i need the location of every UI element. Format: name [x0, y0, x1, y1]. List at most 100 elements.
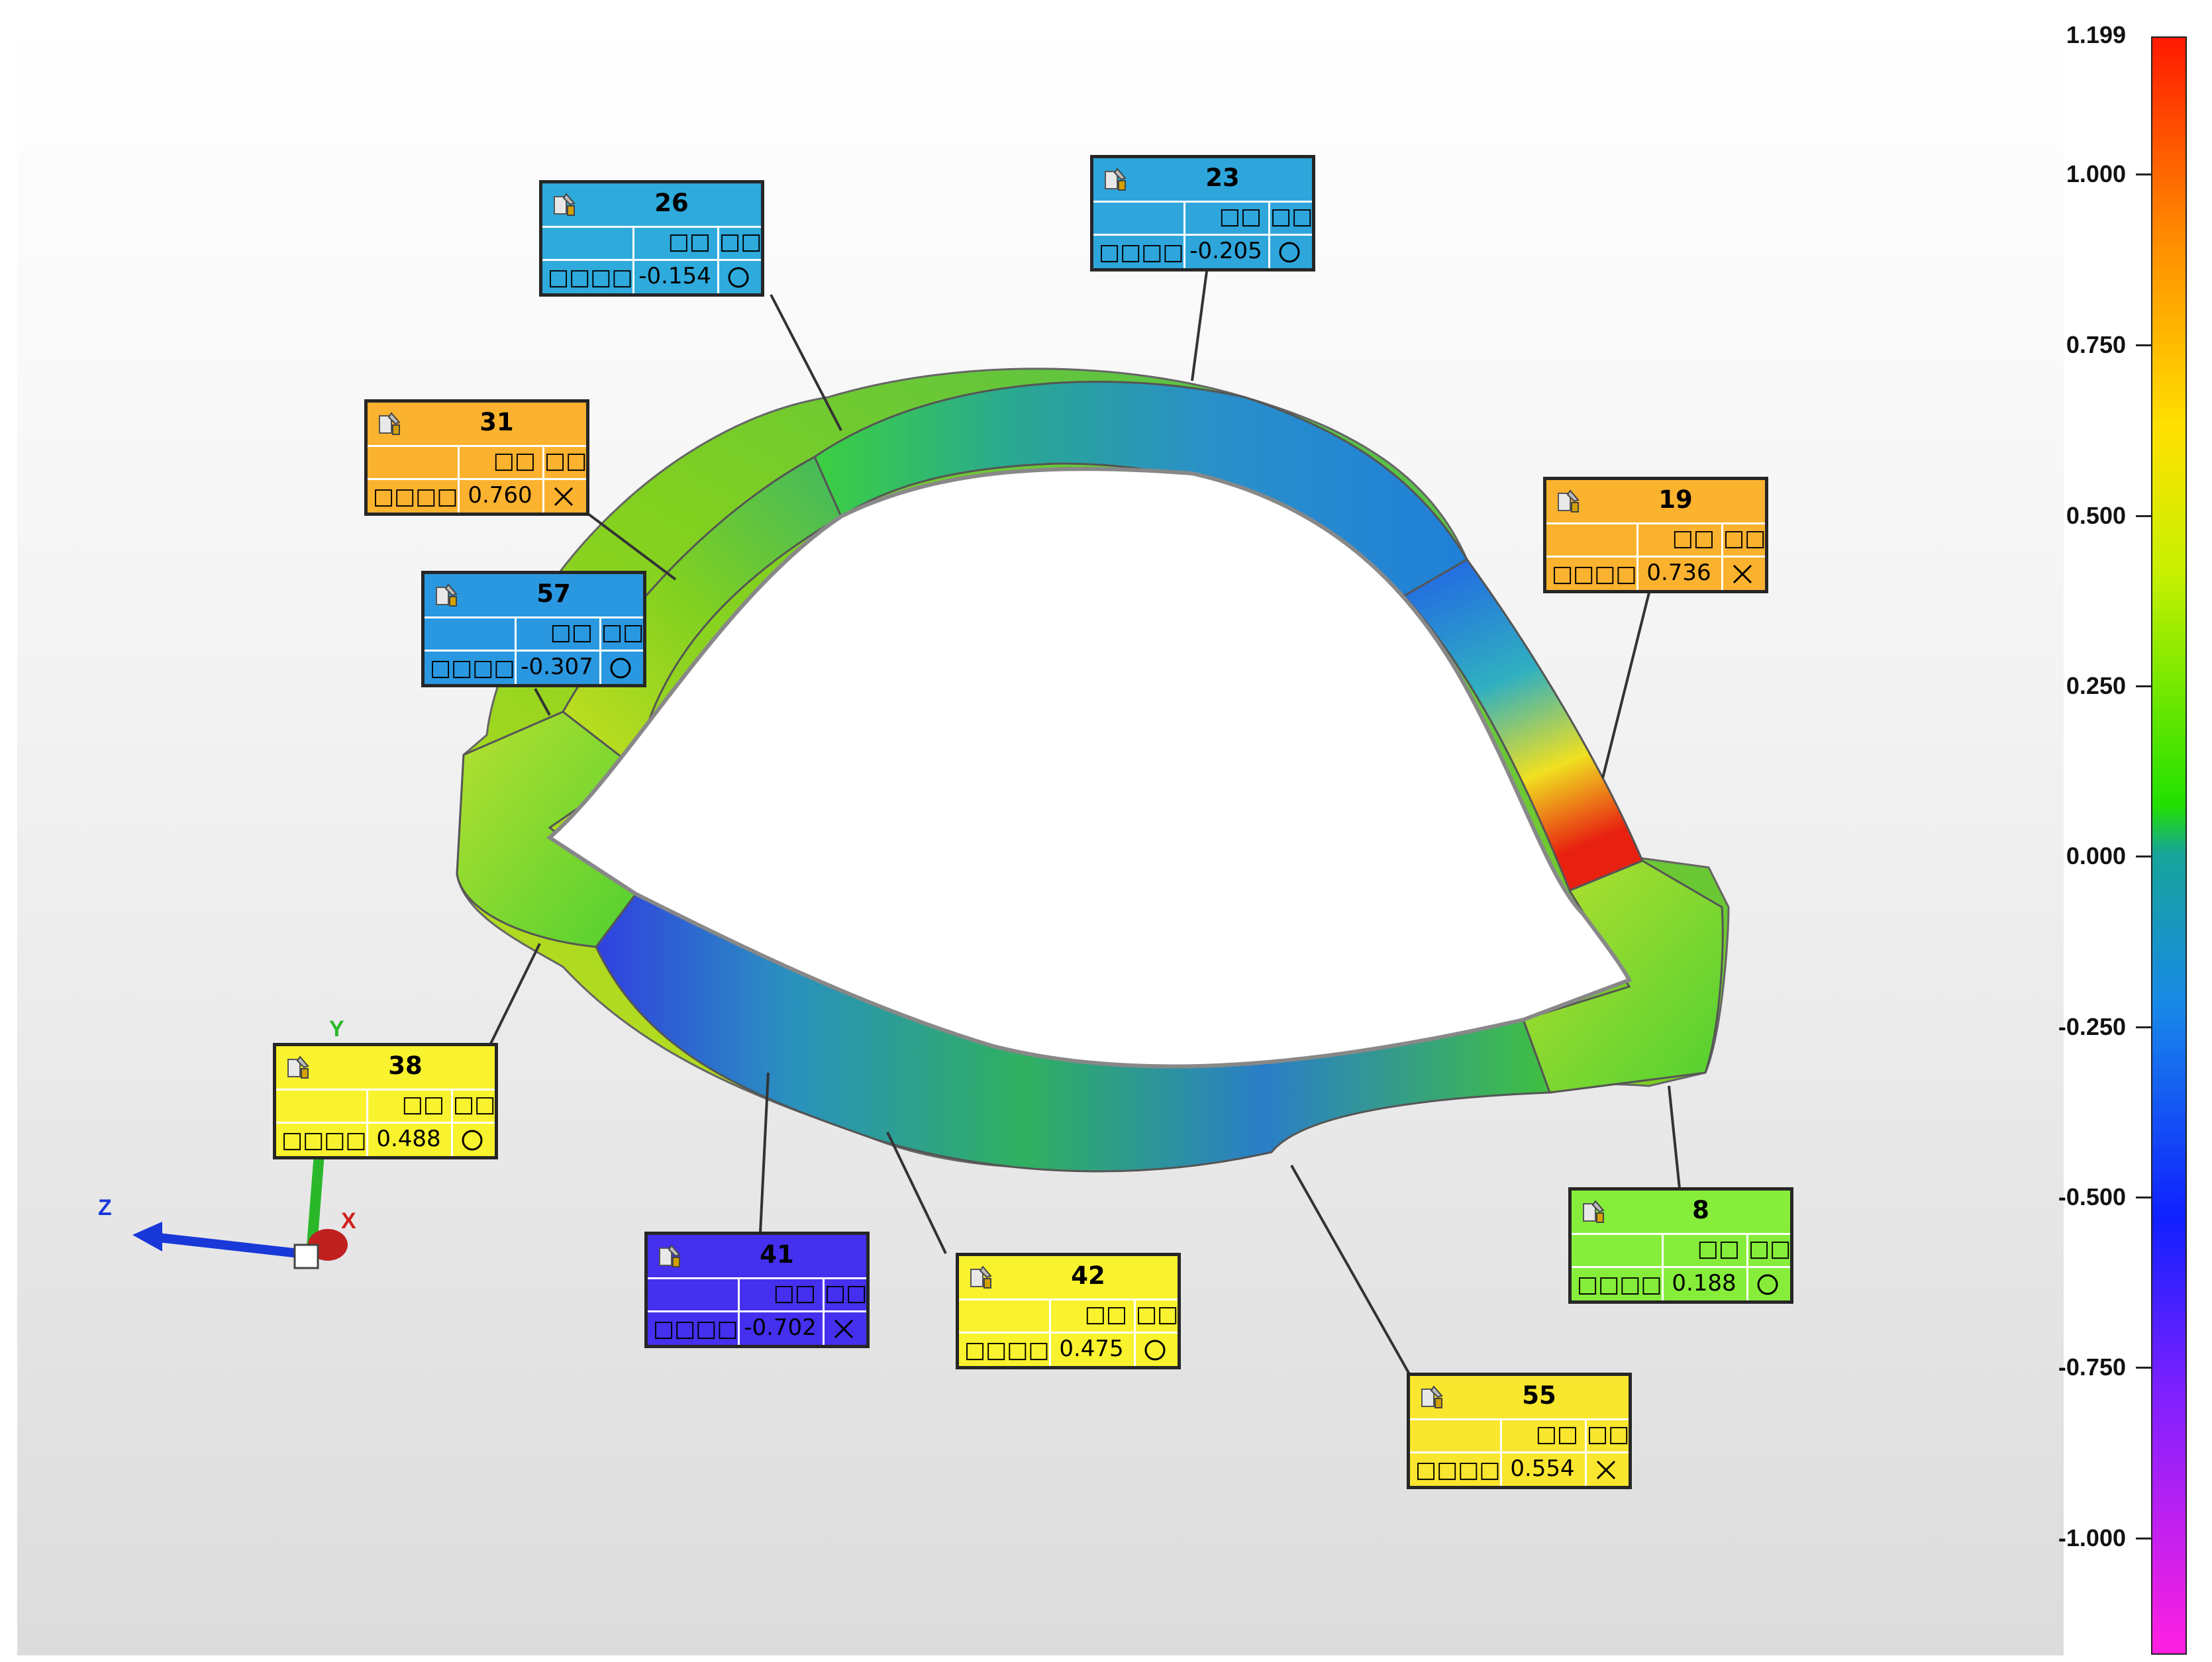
deviation-callout-31[interactable]: 31□□□□□□□□0.760	[364, 399, 589, 516]
callout-col-label: □□	[401, 1091, 444, 1118]
scale-tick-label: -0.250	[2058, 1013, 2126, 1040]
callout-value-row: □□□□-0.154	[542, 259, 761, 293]
scale-tick-label: 1.000	[2066, 160, 2126, 187]
callout-row-label: □□□□	[430, 655, 515, 681]
callout-row-label: □□□□	[1577, 1271, 1662, 1298]
measurement-probe-icon	[1583, 1200, 1605, 1223]
callout-col-label: □□	[1697, 1236, 1740, 1262]
pass-circle-icon	[1756, 1273, 1780, 1296]
callout-header: 31	[368, 403, 586, 447]
callout-value-row: □□□□ 0.475	[959, 1332, 1178, 1366]
callout-header: 8	[1572, 1191, 1790, 1235]
deviation-callout-42[interactable]: 42□□□□□□□□0.475	[956, 1253, 1181, 1369]
callout-col-label: □□	[1219, 203, 1262, 230]
callout-id: 26	[654, 189, 689, 217]
measurement-probe-icon	[436, 583, 458, 607]
deviation-callout-19[interactable]: 19□□□□□□□□0.736	[1543, 477, 1768, 593]
callout-col-label: □□	[773, 1280, 816, 1306]
callout-row-label: □□□□	[964, 1337, 1050, 1363]
scale-max-label: 1.199	[2066, 21, 2126, 48]
callout-col-label: □□	[1723, 525, 1766, 552]
axis-z-label: Z	[98, 1195, 112, 1220]
deviation-callout-38[interactable]: 38□□□□□□□□0.488	[273, 1043, 498, 1159]
callout-value-row: □□□□ 0.188	[1572, 1266, 1790, 1300]
scale-tick	[2136, 173, 2151, 175]
deviation-value: -0.307	[521, 654, 593, 680]
measurement-probe-icon	[554, 193, 576, 216]
callout-value-row: □□□□-0.702	[648, 1310, 866, 1345]
deviation-value: 0.736	[1646, 560, 1711, 586]
scale-tick-label: 0.750	[2066, 331, 2126, 358]
callout-col-label: □□	[719, 228, 762, 255]
callout-value-row: □□□□0.760	[368, 478, 586, 513]
scale-tick-label: 0.000	[2066, 842, 2126, 869]
deviation-callout-55[interactable]: 55□□□□□□□□0.554	[1407, 1373, 1632, 1489]
callout-value-row: □□□□-0.205	[1093, 234, 1312, 268]
scale-tick	[2136, 1538, 2151, 1540]
fail-cross-icon	[832, 1317, 856, 1341]
pass-circle-icon	[609, 656, 632, 680]
deviation-callout-23[interactable]: 23□□□□□□□□-0.205	[1090, 155, 1315, 271]
measurement-probe-icon	[1558, 489, 1580, 513]
scale-tick-label: 0.500	[2066, 502, 2126, 529]
scale-tick	[2136, 685, 2151, 687]
measurement-probe-icon	[379, 412, 401, 435]
fail-cross-icon	[552, 485, 576, 509]
callout-header: 26	[542, 183, 761, 228]
callout-leaders	[489, 271, 1681, 1375]
callout-col-label: □□	[1672, 525, 1715, 552]
deviation-callout-8[interactable]: 8□□□□□□□□0.188	[1568, 1187, 1793, 1304]
callout-col-label: □□	[601, 619, 644, 646]
callout-col-label: □□	[544, 448, 587, 474]
callout-col-label: □□	[1084, 1301, 1127, 1328]
callout-col-label: □□	[550, 619, 593, 646]
callout-col-label: □□	[1748, 1236, 1791, 1262]
callout-row-label: □□□□	[1415, 1457, 1501, 1483]
segment-left-corner	[456, 710, 638, 948]
pass-circle-icon	[1143, 1338, 1167, 1362]
deviation-callout-41[interactable]: 41□□□□□□□□-0.702	[644, 1232, 870, 1348]
measurement-probe-icon	[1421, 1385, 1443, 1408]
scale-tick-label: 0.250	[2066, 672, 2126, 699]
callout-col-label: □□	[1535, 1421, 1578, 1447]
deviation-value: 0.475	[1059, 1336, 1124, 1362]
callout-value-row: □□□□ 0.488	[276, 1122, 495, 1156]
deviation-value: 0.188	[1672, 1270, 1736, 1296]
deviation-value: 0.760	[468, 482, 532, 509]
callout-value-row: □□□□-0.307	[425, 650, 643, 684]
callout-column-headers: □□□□	[276, 1089, 495, 1124]
callout-header: 57	[425, 574, 643, 618]
segment-right-corner	[1522, 859, 1724, 1094]
callout-column-headers: □□ □□	[542, 226, 762, 261]
callout-row-label: □□□□	[653, 1316, 738, 1342]
measurement-probe-icon	[970, 1265, 992, 1289]
measurement-probe-icon	[659, 1244, 681, 1267]
axis-x-label: X	[341, 1208, 356, 1234]
scale-tick	[2136, 1367, 2151, 1369]
callout-id: 23	[1205, 164, 1240, 192]
callout-row-label: □□□□	[281, 1127, 367, 1153]
callout-col-label: □□	[825, 1280, 868, 1306]
callout-id: 57	[536, 579, 571, 608]
callout-column-headers: □□ □□	[648, 1277, 868, 1312]
callout-column-headers: □□□□	[1093, 201, 1313, 236]
callout-column-headers: □□ □□	[1546, 522, 1766, 558]
callout-col-label: □□	[1136, 1301, 1179, 1328]
deviation-callout-57[interactable]: 57□□□□□□□□-0.307	[421, 571, 646, 687]
part-inner-opening	[546, 467, 1633, 1069]
callout-row-label: □□□□	[1099, 239, 1184, 266]
deviation-value: 0.488	[376, 1126, 441, 1152]
scale-tick	[2136, 855, 2151, 857]
deviation-value: -0.205	[1189, 238, 1262, 264]
scale-tick-label: -1.000	[2058, 1524, 2126, 1551]
callout-header: 38	[276, 1046, 495, 1091]
color-scale-bar	[2151, 36, 2187, 1655]
measurement-probe-icon	[287, 1055, 309, 1079]
callout-col-label: □□	[668, 228, 711, 255]
scale-tick	[2136, 1026, 2151, 1028]
callout-header: 55	[1410, 1376, 1629, 1420]
deviation-callout-26[interactable]: 26 □□ □□ □□□□-0.154	[539, 180, 764, 297]
deviation-value: 0.554	[1510, 1455, 1575, 1482]
deviation-value: -0.702	[744, 1314, 817, 1341]
scale-tick	[2136, 1197, 2151, 1198]
